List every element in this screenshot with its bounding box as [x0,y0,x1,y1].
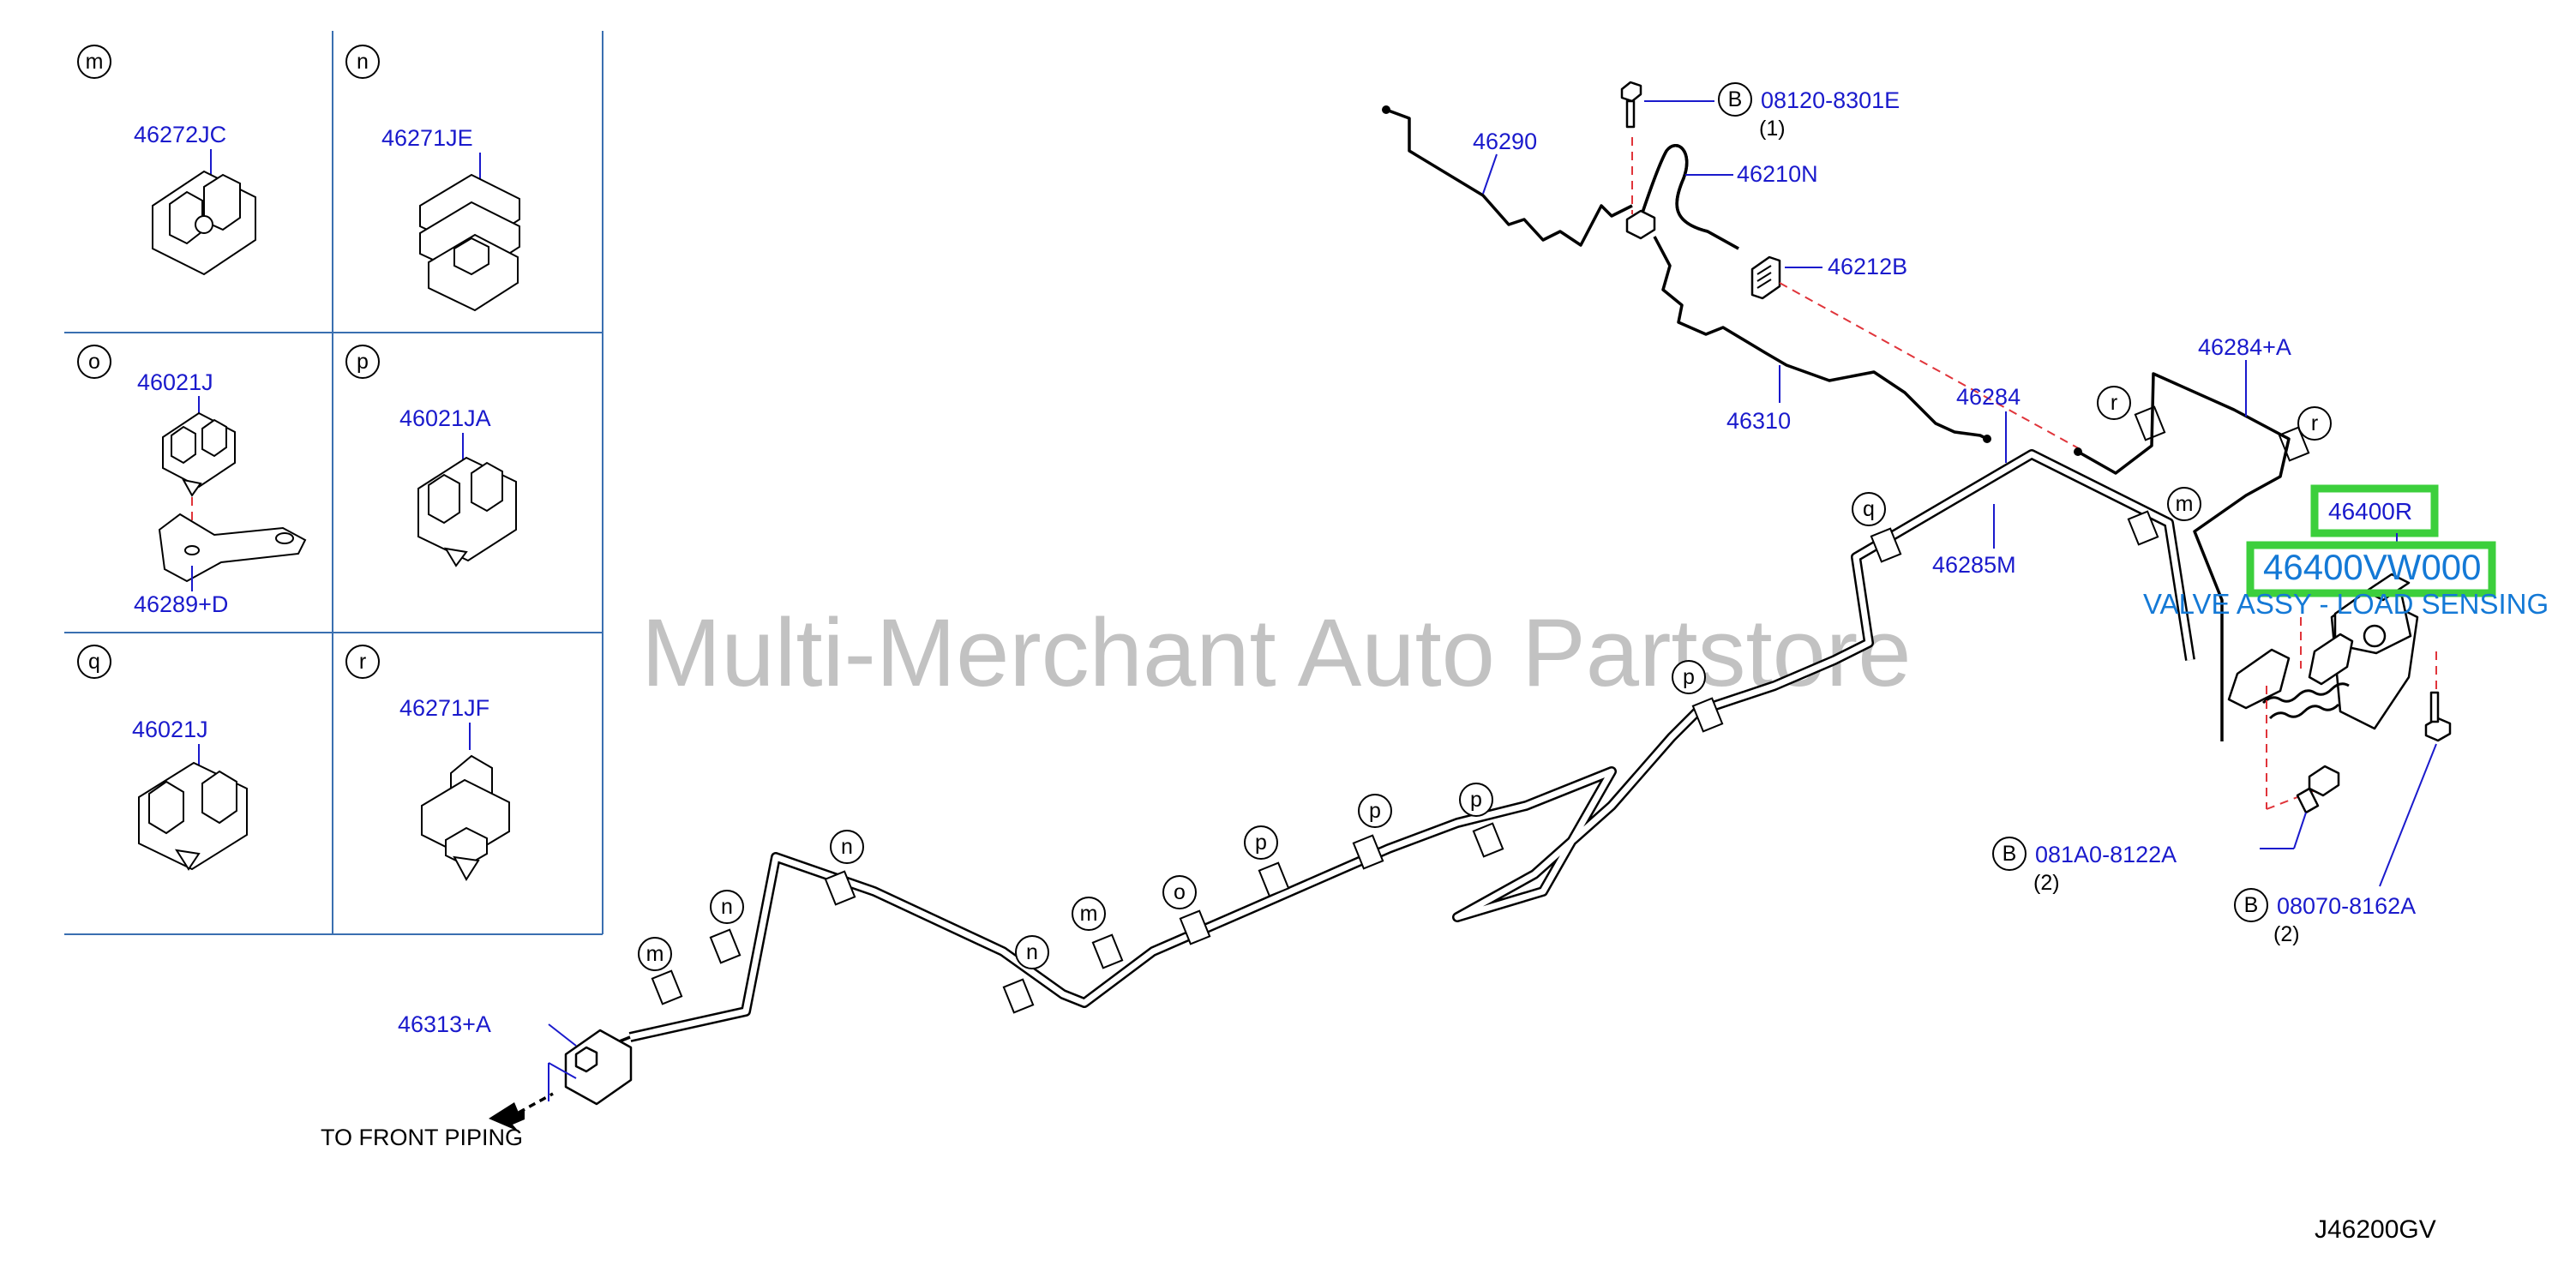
grid-key-o: o [88,350,100,374]
svg-text:n: n [721,895,733,919]
part-number-46400VW000[interactable]: 46400VW000 [2263,547,2482,587]
part-number-46290[interactable]: 46290 [1473,129,1537,154]
part-number-46271JE[interactable]: 46271JE [381,125,473,151]
tube-46290 [1382,105,1633,247]
highlight-46400R[interactable]: 46400R [2310,484,2439,537]
grid-cell-p: p 46021JA [345,345,517,567]
clip-label: n [710,890,744,924]
front-piping-note: TO FRONT PIPING [321,1125,523,1150]
clip-label: m [2167,487,2201,521]
clip-46021J-q-icon [138,761,248,871]
pipe-clip-labels: m n n n m o p p p p q m r r [638,386,2332,971]
clip-label: p [1672,660,1706,694]
part-number-46284[interactable]: 46284 [1956,384,2021,410]
part-number-46284A[interactable]: 46284+A [2198,334,2291,360]
svg-text:p: p [1470,788,1482,812]
grid-key-n: n [357,50,369,74]
front-end-connector [489,1023,633,1131]
bolt-callout-1: B 08120-8301E (1) [1718,82,1900,141]
part-number-46021J-o[interactable]: 46021J [137,369,213,395]
clip-label: q [1852,492,1886,526]
part-number-46400R[interactable]: 46400R [2328,498,2412,525]
grid-cell-q: q 46021J [77,645,248,871]
arrow-front-icon [489,1102,525,1131]
part-number-46021J-q[interactable]: 46021J [132,717,208,742]
bolt-prefix: B [2003,842,2017,866]
part-number-081A0-8122A[interactable]: 081A0-8122A [2035,842,2177,867]
part-number-46212B[interactable]: 46212B [1828,254,1907,279]
svg-text:n: n [1026,940,1038,964]
svg-text:m: m [646,942,664,966]
grid-key-r: r [359,650,366,674]
brake-tube-main [628,449,2195,1042]
block-46313A-icon [564,1029,633,1106]
grid-key-q: q [88,650,100,674]
watermark-text: Multi-Merchant Auto Partstore [641,599,1911,706]
diagram-code: J46200GV [2315,1215,2436,1244]
clip-label: p [1358,794,1392,828]
part-number-46021JA[interactable]: 46021JA [399,405,491,431]
highlight-46400VW000[interactable]: 46400VW000 [2246,541,2496,597]
part-number-46210N[interactable]: 46210N [1737,161,1818,187]
clip-label: p [1244,825,1278,860]
part-number-46313A[interactable]: 46313+A [398,1011,491,1037]
svg-text:n: n [841,835,853,859]
svg-text:o: o [1174,880,1186,904]
clip-label: o [1162,875,1197,909]
part-number-46271JF[interactable]: 46271JF [399,695,489,721]
bolt-callout-2: B 081A0-8122A (2) [1992,837,2177,895]
svg-text:q: q [1863,497,1875,521]
part-number-46310[interactable]: 46310 [1726,408,1791,434]
clip-46021J-icon [162,411,236,497]
svg-text:p: p [1255,831,1267,855]
bolt-08070-icon [2424,691,2452,742]
pipe-clip-markers [651,405,2310,1014]
bolt-08120-icon [1620,81,1642,129]
bracket-46212B-icon [1750,255,1781,300]
clip-label: m [1072,897,1106,931]
grid-cell-r: r 46271JF [345,645,510,881]
bolt-prefix: B [2244,893,2259,917]
svg-text:r: r [2311,411,2318,435]
clip-label: m [638,937,672,971]
clip-46271JE-icon [419,173,520,312]
grid-key-m: m [86,50,104,74]
svg-text:p: p [1369,799,1381,823]
tube-46310 [1653,236,1991,443]
grid-key-p: p [357,350,369,374]
part-number-46285M[interactable]: 46285M [1932,552,2016,578]
bolt-081A0-icon [2296,765,2340,814]
clip-46021JA-icon [417,456,517,567]
svg-text:r: r [2111,391,2117,415]
qty-08120-8301E: (1) [1759,117,1786,141]
clip-label: p [1459,783,1493,817]
grid-cell-o: o 46021J 46289+D [77,345,307,617]
clip-label: n [1015,935,1049,969]
valve-assy-label: VALVE ASSY - LOAD SENSING [2143,588,2549,620]
svg-text:p: p [1683,665,1695,689]
svg-text:m: m [1080,902,1098,926]
clip-label: r [2297,406,2332,441]
clip-46271JF-icon [421,754,510,881]
svg-text:m: m [2176,492,2194,516]
part-number-08070-8162A[interactable]: 08070-8162A [2277,893,2416,919]
clip-reference-grid: m 46272JC n 46271JE [64,31,603,935]
clip-label: r [2097,386,2131,420]
part-number-46289D[interactable]: 46289+D [134,591,228,617]
tube-46284A [2074,372,2291,741]
clip-46272JC-icon [152,170,256,276]
bolt-prefix: B [1728,87,1743,111]
clip-label: n [830,830,864,864]
part-number-46272JC[interactable]: 46272JC [134,122,226,147]
part-number-08120-8301E[interactable]: 08120-8301E [1761,87,1900,113]
grid-cell-m: m 46272JC [77,45,256,276]
bracket-46289D-icon [158,513,307,583]
grid-cell-n: n 46271JE [345,45,520,312]
qty-08070-8162A: (2) [2273,922,2300,946]
bolt-callout-3: B 08070-8162A (2) [2234,888,2416,946]
hose-46210N [1625,144,1739,250]
qty-081A0-8122A: (2) [2033,871,2060,895]
